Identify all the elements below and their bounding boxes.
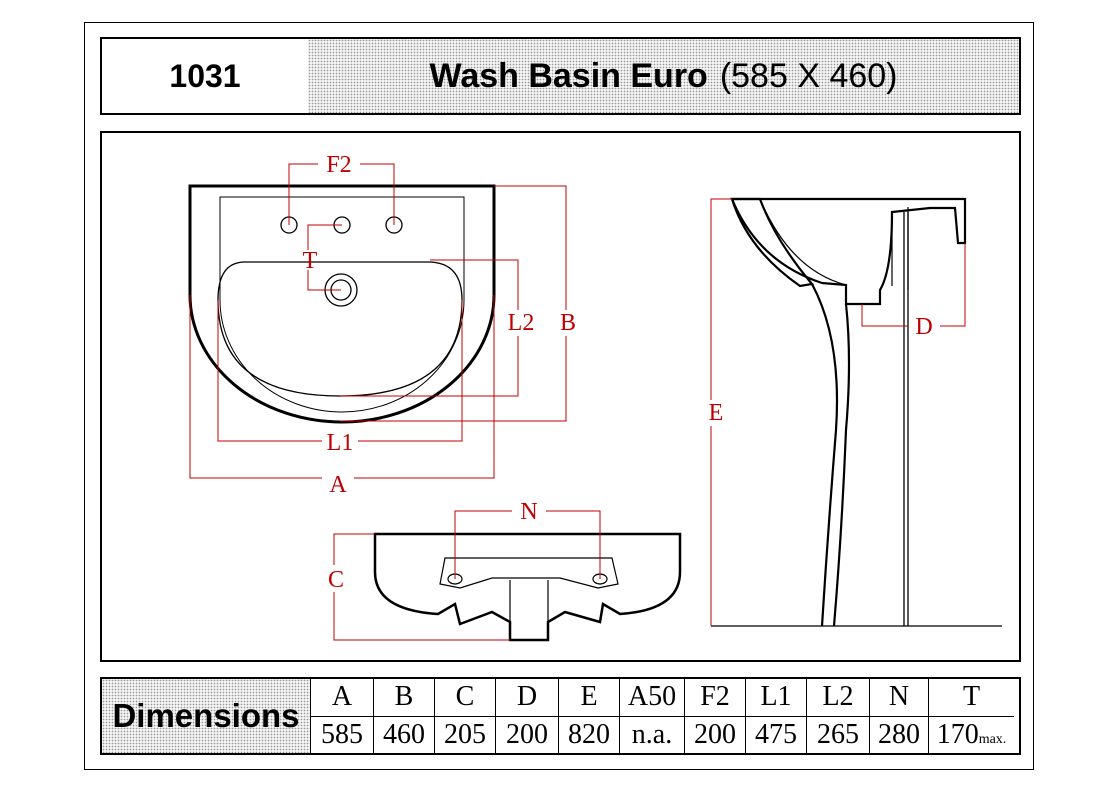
dim-l2-line-lower [340, 336, 519, 397]
dim-f2-line-right [360, 163, 395, 225]
basin-top-inner-rim [219, 196, 465, 413]
basin-front-underside [439, 557, 619, 589]
dim-value-l2: 265 [806, 715, 870, 753]
dim-value-b: 460 [373, 715, 435, 753]
dim-n-line-right [546, 510, 601, 579]
product-title: Wash Basin Euro (585 X 460) [308, 37, 1021, 115]
dim-c-line-lower [333, 592, 510, 641]
dim-value-t-suffix: max. [978, 731, 1007, 747]
dim-key-n: N [869, 679, 929, 717]
label-a: A [329, 472, 347, 498]
basin-top-outline [188, 184, 496, 424]
model-number: 1031 [100, 37, 310, 115]
label-n: N [520, 499, 537, 525]
dim-l1-line-right [358, 300, 463, 442]
pedestal-side [811, 283, 851, 627]
dim-value-t: 170max. [928, 715, 1014, 753]
dim-value-e: 820 [558, 715, 620, 753]
dim-key-d: D [495, 679, 559, 717]
dim-a-line [189, 295, 322, 479]
dim-value-a: 585 [310, 715, 374, 753]
dim-d-line [861, 304, 908, 327]
dim-b-line [494, 185, 567, 310]
dim-a-line-right [354, 295, 495, 479]
dim-t-line-lower [307, 270, 341, 291]
label-l2: L2 [508, 310, 535, 336]
label-t: T [303, 248, 318, 274]
label-l1: L1 [327, 430, 354, 456]
label-b: B [560, 310, 576, 336]
dim-value-d: 200 [495, 715, 559, 753]
dim-key-l1: L1 [745, 679, 807, 717]
dim-e-line [710, 198, 732, 400]
product-size: (585 X 460) [719, 56, 898, 95]
dim-c-line [333, 533, 375, 565]
dim-key-f2: F2 [684, 679, 746, 717]
dim-value-l1: 475 [745, 715, 807, 753]
dim-l2-line [430, 259, 519, 310]
dimensions-label: Dimensions [102, 679, 311, 753]
dim-f2-line [288, 163, 318, 225]
wall-line [903, 212, 909, 626]
dim-n-line [454, 510, 512, 579]
sheet-frame [84, 22, 1034, 770]
dim-value-t-number: 170 [936, 718, 979, 750]
technical-drawing: F2 T L2 B L1 A N C [100, 131, 1021, 662]
dim-value-a50: n.a. [619, 715, 685, 753]
dimension-value-row: 585 460 205 200 820 n.a. 200 475 265 280… [310, 715, 1014, 753]
dim-key-a: A [310, 679, 374, 717]
product-name: Wash Basin Euro [429, 56, 708, 95]
dim-l1-line [217, 300, 322, 442]
dim-t-line [307, 224, 342, 250]
dim-key-t: T [928, 679, 1014, 717]
dim-value-f2: 200 [684, 715, 746, 753]
dim-value-c: 205 [434, 715, 496, 753]
dimension-key-row: A B C D E A50 F2 L1 L2 N T [310, 679, 1014, 717]
dim-key-e: E [558, 679, 620, 717]
dim-key-b: B [373, 679, 435, 717]
drawing-svg: F2 T L2 B L1 A N C [188, 152, 1002, 642]
dim-d-line-right [940, 243, 966, 327]
label-d: D [915, 314, 932, 340]
dimensions-grid: A B C D E A50 F2 L1 L2 N T 585 460 205 2… [310, 679, 1014, 753]
dim-value-n: 280 [869, 715, 929, 753]
dim-b-line-lower [340, 336, 567, 422]
basin-side-outer [730, 197, 967, 306]
label-f2: F2 [326, 152, 351, 178]
dim-key-a50: A50 [619, 679, 685, 717]
basin-bowl [217, 261, 463, 397]
dimensions-table: Dimensions A B C D E A50 F2 L1 L2 N T 58… [100, 677, 1021, 755]
label-c: C [328, 567, 344, 593]
dim-key-l2: L2 [806, 679, 870, 717]
label-e: E [709, 400, 724, 426]
basin-front-outline [373, 532, 682, 642]
dim-key-c: C [434, 679, 496, 717]
